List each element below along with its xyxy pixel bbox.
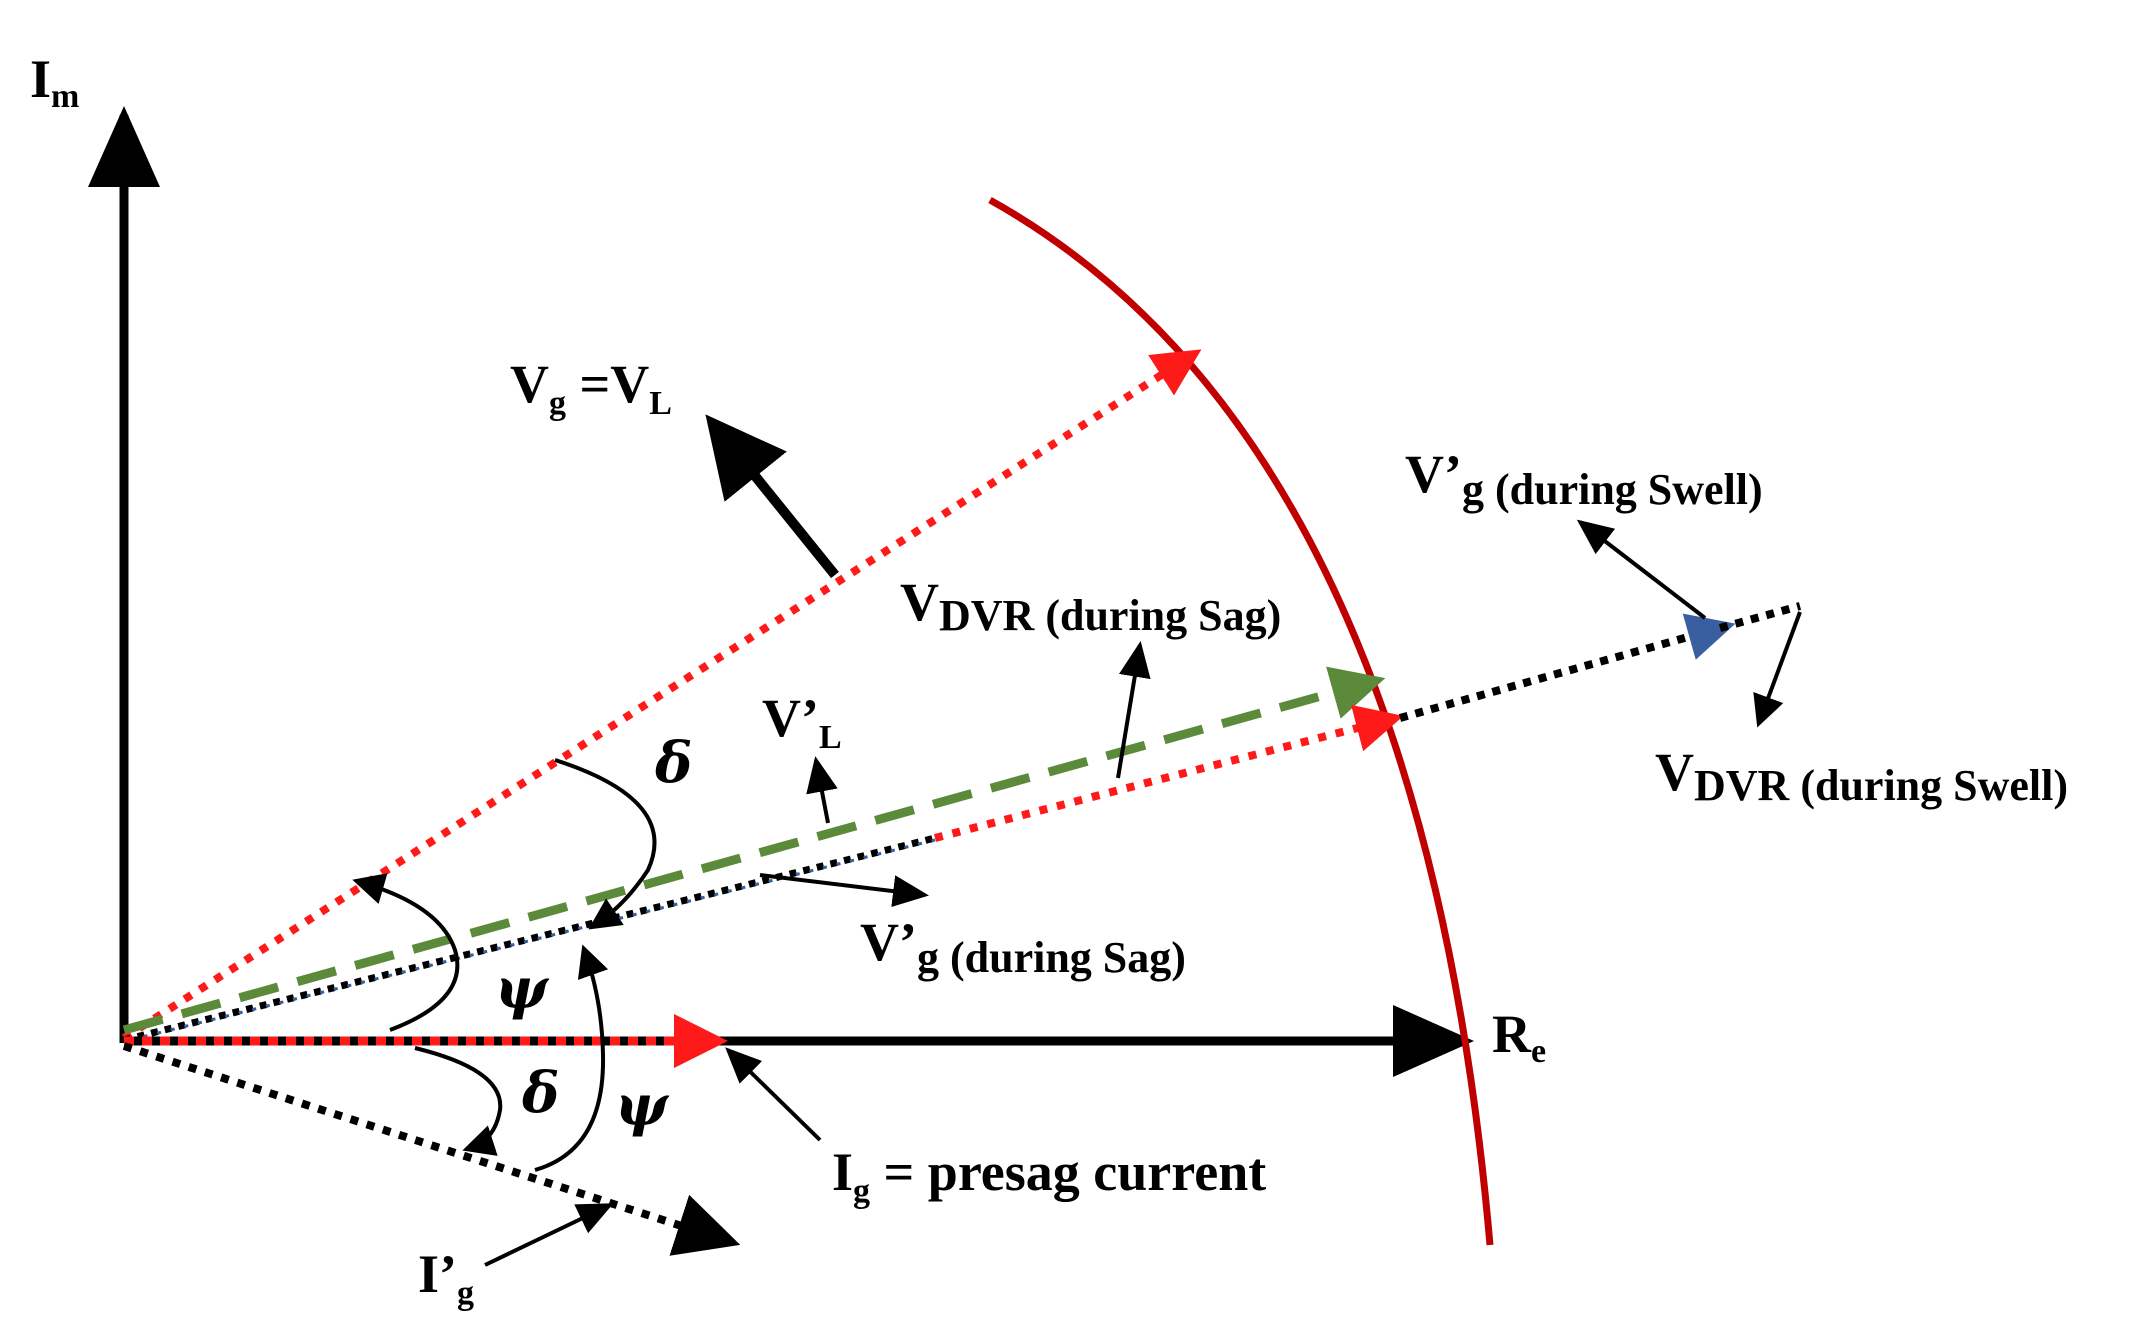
vdvr-swell-segment	[1718, 602, 1802, 632]
ig-presag-label: Ig = presag current	[832, 1142, 1266, 1210]
delta-angle-arc-upper	[554, 758, 657, 930]
imaginary-axis-label: Im	[30, 49, 79, 115]
ig-prime-vector	[122, 1042, 741, 1256]
ig-prime-pointer	[484, 1203, 614, 1267]
vg-prime-sag-pointer	[759, 873, 929, 908]
vg-vl-label: Vg =VL	[510, 354, 672, 422]
vg-prime-sag-label: V’g (during Sag)	[860, 912, 1186, 982]
vg-prime-swell-vector	[1398, 613, 1736, 722]
vdvr-swell-label: VDVR (during Swell)	[1655, 742, 2068, 810]
delta-angle-arc-lower	[414, 1046, 503, 1156]
psi-angle-arc-upper	[352, 873, 460, 1032]
delta-label-lower: δ	[521, 1060, 559, 1126]
vdvr-sag-pointer	[1116, 641, 1151, 779]
ig-prime-label: I’g	[418, 1244, 474, 1312]
ig-presag-pointer	[725, 1047, 822, 1142]
psi-label-lower: ψ	[615, 1073, 670, 1139]
vl-prime-pointer	[806, 756, 838, 824]
vdvr-sag-vector	[122, 666, 1386, 1035]
vg-prime-swell-pointer	[1576, 519, 1707, 620]
voltage-locus-arc	[988, 196, 1494, 1246]
delta-label-upper: δ	[654, 730, 692, 796]
psi-label-upper: ψ	[495, 956, 550, 1022]
vdvr-sag-label: VDVR (during Sag)	[900, 572, 1281, 640]
psi-angle-arc-lower	[534, 944, 609, 1172]
real-axis-label: Re	[1492, 1004, 1546, 1070]
vl-prime-vector	[933, 704, 1404, 842]
vl-prime-label: V’L	[762, 688, 842, 756]
vg-prime-swell-label: V’g (during Swell)	[1405, 444, 1763, 514]
vg-vl-pointer	[705, 414, 839, 579]
swell-pointer-tick	[1753, 611, 1802, 728]
vg-vl-vector	[121, 349, 1202, 1042]
